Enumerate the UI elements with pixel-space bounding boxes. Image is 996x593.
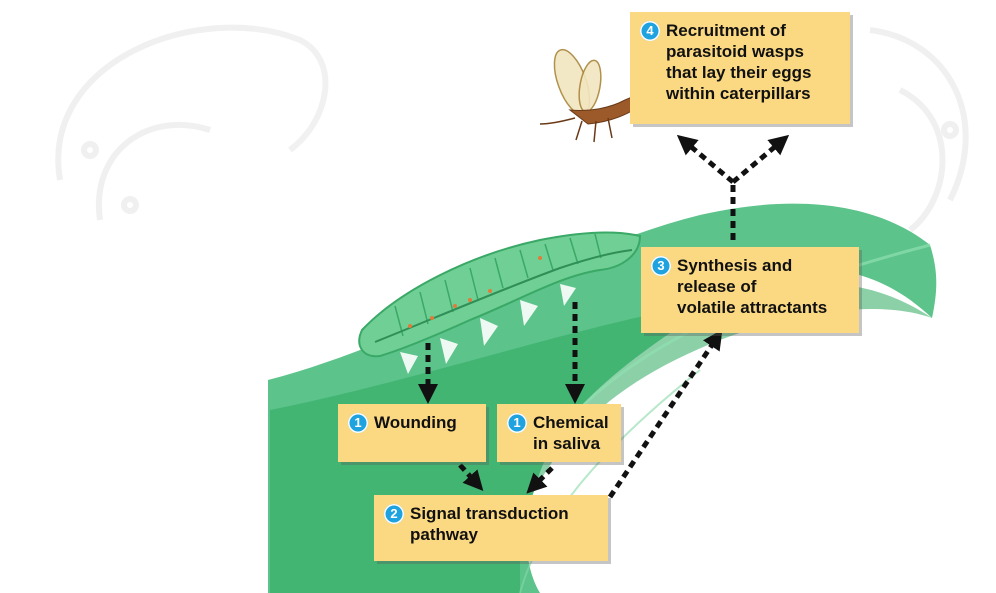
step-number-badge: 1	[507, 413, 527, 433]
step-number-badge: 3	[651, 256, 671, 276]
step-label: Synthesis and release of volatile attrac…	[677, 255, 827, 318]
step-number-badge: 2	[384, 504, 404, 524]
step-synthesis-box: 3 Synthesis and release of volatile attra…	[641, 247, 859, 333]
step-chemical-box: 1 Chemical in saliva	[497, 404, 621, 462]
step-signal-box: 2 Signal transduction pathway	[374, 495, 608, 561]
arrow-branch-left	[683, 140, 733, 182]
step-wounding-box: 1 Wounding	[338, 404, 486, 462]
step-label: Recruitment of parasitoid wasps that lay…	[666, 20, 811, 104]
step-label: Signal transduction pathway	[410, 503, 569, 545]
arrow-branch-right	[733, 140, 783, 182]
step-number-badge: 4	[640, 21, 660, 41]
step-label: Chemical in saliva	[533, 412, 609, 454]
step-number-badge: 1	[348, 413, 368, 433]
step-label: Wounding	[374, 412, 457, 433]
step-recruitment-box: 4 Recruitment of parasitoid wasps that la…	[630, 12, 850, 124]
